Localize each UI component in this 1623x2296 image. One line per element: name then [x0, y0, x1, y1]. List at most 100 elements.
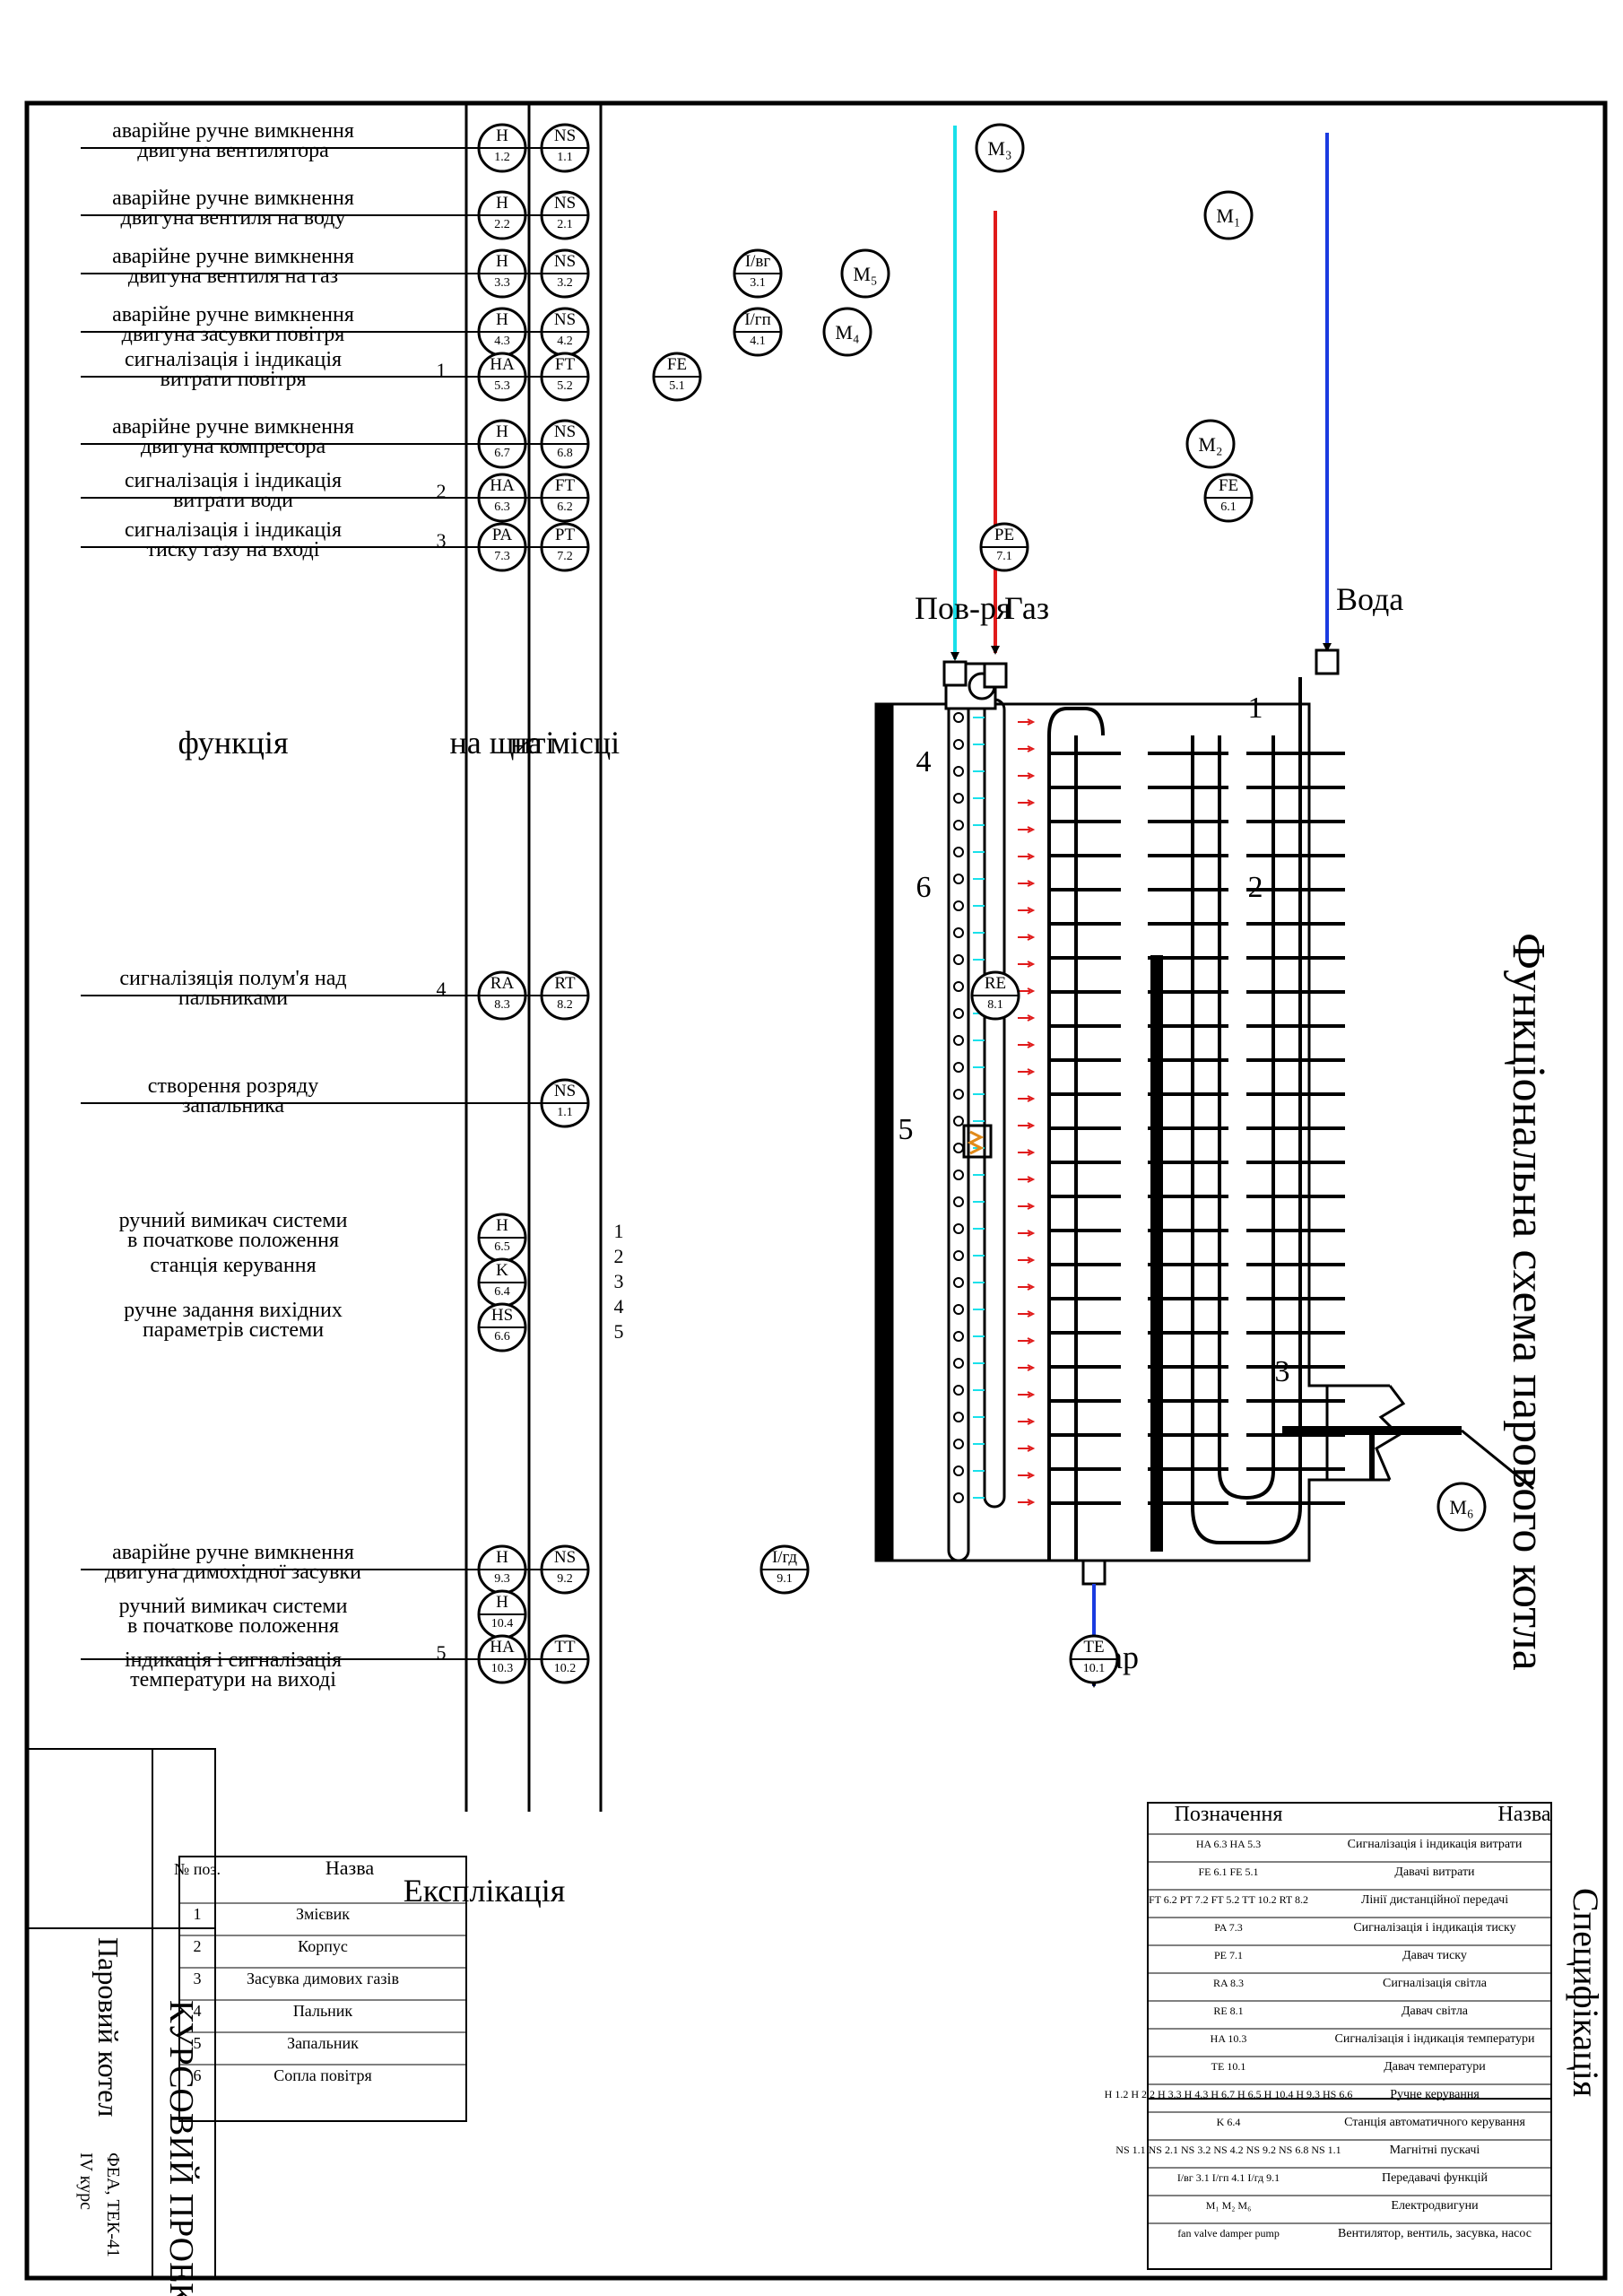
spec-row-symbols: M₁ M₂ M₆ [1206, 2199, 1252, 2212]
instrument-type: PT [555, 526, 576, 544]
spec-col-name: Назва [1497, 1803, 1550, 1826]
ref-number: 3 [1275, 1355, 1290, 1388]
burner-hole [953, 712, 964, 723]
expl-row-name: Сопла повітря [273, 2066, 372, 2084]
function-line1: сигналізація і індикація [125, 469, 342, 492]
instrument-number: 9.3 [494, 1572, 510, 1586]
function-line2: температури на виході [130, 1668, 336, 1692]
spec-row-name: Магнітні пускачі [1390, 2144, 1480, 2157]
motor-label: M₃ [987, 137, 1011, 160]
spec-row-symbols: H 1.2 H 2.2 H 3.3 H 4.3 H 6.7 H 6.5 H 10… [1105, 2088, 1353, 2100]
ref-number: 6 [916, 871, 932, 904]
burner-hole [953, 1439, 964, 1449]
burner-hole [953, 927, 964, 938]
function-line1: аварійне ручне вимкнення [112, 303, 354, 326]
igniter [962, 1124, 993, 1159]
instrument-type: FT [555, 476, 576, 495]
instrument-number: 7.2 [557, 550, 573, 563]
instrument-type: NS [554, 252, 576, 271]
expl-row-no: 2 [194, 1937, 202, 1955]
motor-label: M₅ [853, 263, 877, 285]
flame-arrow [1018, 1283, 1036, 1291]
spec-col-symbol: Позначення [1175, 1803, 1283, 1826]
spec-row-name: Давач температури [1384, 2060, 1486, 2074]
line-number: 4 [437, 978, 447, 1000]
function-line2: в початкове положення [127, 1229, 339, 1252]
instrument-type: RA [490, 974, 515, 993]
expl-col-no: № поз. [174, 1860, 221, 1878]
instrument-number: 7.3 [494, 550, 510, 563]
line-number: 2 [437, 480, 447, 502]
instrument-type: HS [491, 1306, 513, 1325]
flame-arrow [1018, 1149, 1036, 1156]
flame-arrow [1018, 1310, 1036, 1318]
flame-arrow [1018, 907, 1036, 914]
function-line1: ручний вимикач системи [119, 1595, 348, 1618]
function-line1: аварійне ручне вимкнення [112, 415, 354, 439]
flame-arrows [1018, 718, 1036, 1506]
spec-row-name: Вентилятор, вентиль, засувка, насос [1338, 2227, 1532, 2240]
spec-row-name: Сигналізація світла [1383, 1977, 1488, 1990]
instrument-number: 2.1 [557, 218, 573, 231]
instrument-type: H [496, 1216, 508, 1235]
spec-row-symbols: PE 7.1 [1214, 1949, 1243, 1961]
water-line [1315, 133, 1340, 675]
field-sensor: PE7.1 [979, 522, 1029, 572]
function-line1: ручний вимикач системи [119, 1209, 348, 1232]
coil-fins [1049, 752, 1345, 1505]
spec-row-symbols: TE 10.1 [1211, 2060, 1246, 2073]
flame-arrow [1018, 1203, 1036, 1210]
instrument-type: PE [994, 526, 1014, 544]
function-line1: аварійне ручне вимкнення [112, 245, 354, 268]
spec-row-symbols: I/вг 3.1 I/гп 4.1 I/гд 9.1 [1177, 2171, 1280, 2184]
spec-row-symbols: PA 7.3 [1214, 1921, 1243, 1934]
instrument-type: TT [554, 1638, 576, 1657]
instrument-number: 6.3 [494, 500, 510, 514]
station-number: 4 [614, 1295, 624, 1318]
function-line1: сигналізяція полум'я над [119, 967, 346, 990]
burner-hole [953, 1196, 964, 1207]
motor-label: M₆ [1449, 1496, 1473, 1518]
burner-hole [953, 1412, 964, 1422]
instrument-number: 10.2 [554, 1662, 577, 1675]
burner-holes [953, 712, 985, 1503]
function-line1: ручне задання вихідних [124, 1299, 343, 1322]
drawing-title: Функціональна схема парового котла [1503, 933, 1554, 1671]
function-line2: двигуна димохідної засувки [105, 1561, 361, 1584]
instruments: NS1.1NS2.1NS3.2NS4.2FT5.2NS6.8FT6.2PT7.2… [81, 123, 1487, 1684]
function-line1: аварійне ручне вимкнення [112, 1541, 354, 1564]
expl-row-name: Засувка димових газів [247, 1970, 399, 1987]
instrument-type: NS [554, 422, 576, 441]
ref-number: 4 [916, 745, 932, 778]
instrument-type: K [496, 1261, 508, 1280]
panel-instrument: H10.4 [477, 1589, 527, 1639]
flame-arrow [1018, 826, 1036, 833]
instrument-number: 3.2 [557, 276, 573, 290]
level-separators [464, 103, 603, 1812]
flame-arrow [1018, 1095, 1036, 1102]
instrument-type: HA [490, 476, 515, 495]
expl-col-name: Назва [325, 1857, 374, 1879]
ref-number: 5 [898, 1113, 914, 1146]
function-line2: в початкове положення [127, 1614, 339, 1638]
spec-row-name: Станція автоматичного керування [1344, 2116, 1525, 2129]
flame-arrow [1018, 1472, 1036, 1479]
flame-arrow [1018, 799, 1036, 806]
function-converter: I/вг3.1 [733, 248, 783, 299]
instrument-type: H [496, 310, 508, 329]
instrument-number: 1.1 [557, 151, 573, 164]
panel-instrument: HS6.6 [477, 1302, 527, 1352]
spec-row-name: Давач тиску [1402, 1949, 1467, 1962]
spec-row-symbols: fan valve damper pump [1177, 2227, 1280, 2239]
station-number: 1 [614, 1220, 624, 1242]
expl-row-name: Запальник [287, 2034, 359, 2052]
instrument-type: H [496, 126, 508, 145]
spec-row-symbols: RA 8.3 [1213, 1977, 1244, 1989]
instrument-number: 6.5 [494, 1240, 510, 1254]
drawing-frame [24, 100, 1608, 2281]
motor-label: M₁ [1216, 204, 1240, 227]
flame-arrow [1018, 1418, 1036, 1425]
function-line2: витрати води [173, 489, 293, 512]
heat-exchanger-coil [1047, 677, 1302, 1561]
